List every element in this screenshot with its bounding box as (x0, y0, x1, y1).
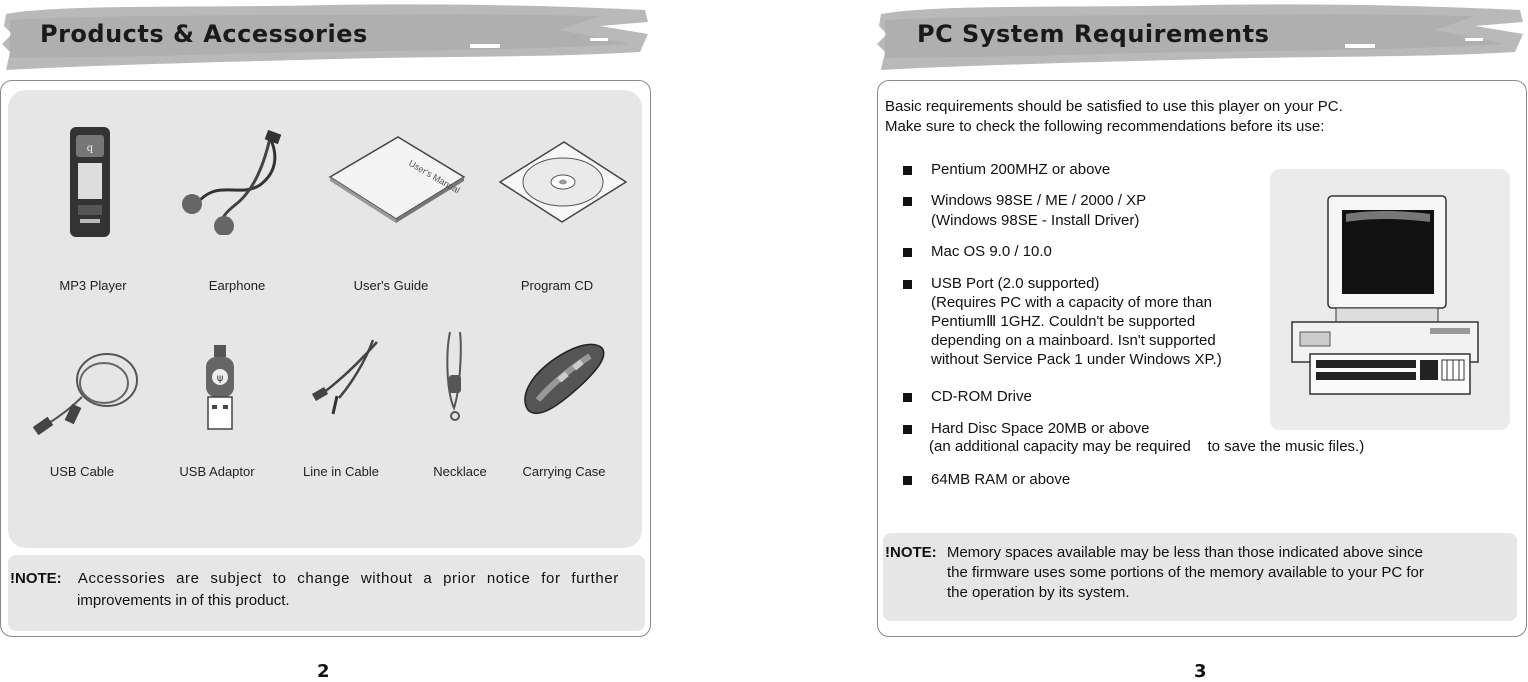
svg-text:ψ: ψ (217, 373, 224, 384)
req-line: Windows 98SE / ME / 2000 / XP (931, 192, 1147, 209)
bullet-icon (903, 280, 912, 289)
req-text: Windows 98SE / ME / 2000 / XP (Windows 9… (931, 191, 1146, 231)
req-line: PentiumⅢ 1GHZ. Couldn't be supported (931, 313, 1196, 330)
svg-text:q: q (87, 143, 94, 154)
req-text: Mac OS 9.0 / 10.0 (931, 243, 1052, 260)
bullet-icon (903, 248, 912, 257)
intro-line2: Make sure to check the following recomme… (885, 118, 1325, 135)
product-label-line-in-cable: Line in Cable (303, 464, 379, 479)
bullet-icon (903, 393, 912, 402)
product-label-carrying-case: Carrying Case (522, 464, 606, 479)
req-line: without Service Pack 1 under Windows XP.… (931, 351, 1222, 368)
carrying-case-image (524, 343, 605, 415)
bullet-icon (903, 166, 912, 175)
note-text-line1: Memory spaces available may be less than… (946, 544, 1423, 561)
note-text-line3: the operation by its system. (947, 584, 1130, 601)
req-text: 64MB RAM or above (931, 471, 1071, 488)
page-number-left: 2 (317, 661, 330, 682)
page-title: Products & Accessories (40, 20, 368, 48)
program-cd-image (498, 141, 628, 223)
req-text: CD-ROM Drive (931, 388, 1032, 405)
left-note-panel (8, 555, 645, 631)
page-title: PC System Requirements (917, 20, 1270, 48)
computer-image (1291, 195, 1479, 395)
note-label: !NOTE: (885, 544, 937, 561)
necklace-image (446, 331, 462, 421)
earphone-image (182, 130, 282, 235)
usb-cable-image (32, 353, 138, 436)
note-text-line2: improvements in of this product. (77, 592, 290, 609)
hdd-note: (an additional capacity may be required … (929, 438, 1365, 455)
product-label-necklace: Necklace (433, 464, 487, 479)
usb-adaptor-image: ψ (206, 345, 234, 430)
product-label-usb-cable: USB Cable (49, 464, 115, 479)
req-text: Hard Disc Space 20MB or above (931, 420, 1150, 437)
req-line: USB Port (2.0 supported) (931, 275, 1100, 292)
intro-text: Basic requirements should be satisfied t… (885, 97, 1343, 137)
right-note: !NOTE: Memory spaces available may be le… (885, 543, 1505, 603)
intro-line1: Basic requirements should be satisfied t… (885, 98, 1343, 115)
right-note-panel (883, 533, 1517, 621)
line-in-cable-image (311, 339, 378, 415)
product-label-program-cd: Program CD (520, 278, 594, 293)
product-label-mp3-player: MP3 Player (59, 278, 127, 293)
left-header-banner: Products & Accessories (0, 0, 655, 78)
product-label-usb-adaptor: USB Adaptor (179, 464, 255, 479)
product-label-users-guide: User's Guide (353, 278, 429, 293)
bullet-icon (903, 197, 912, 206)
mp3-player-image: q (70, 127, 110, 237)
user-guide-image: User's Manual (328, 136, 466, 223)
req-text: Pentium 200MHZ or above (931, 161, 1111, 178)
req-text: USB Port (2.0 supported) (Requires PC wi… (931, 274, 1222, 369)
right-header-banner: PC System Requirements (875, 0, 1528, 78)
note-label: !NOTE: (10, 570, 62, 587)
page-number-right: 3 (1194, 661, 1207, 682)
req-line: depending on a mainboard. Isn't supporte… (931, 332, 1216, 349)
note-text-line2: the firmware uses some portions of the m… (947, 564, 1424, 581)
bullet-icon (903, 476, 912, 485)
req-line: (Requires PC with a capacity of more tha… (931, 294, 1212, 311)
bullet-icon (903, 425, 912, 434)
note-text-line1: Accessories are subject to change withou… (77, 570, 619, 587)
req-line: (Windows 98SE - Install Driver) (931, 212, 1140, 229)
left-note: !NOTE: Accessories are subject to change… (10, 568, 640, 612)
product-label-earphone: Earphone (208, 278, 266, 293)
